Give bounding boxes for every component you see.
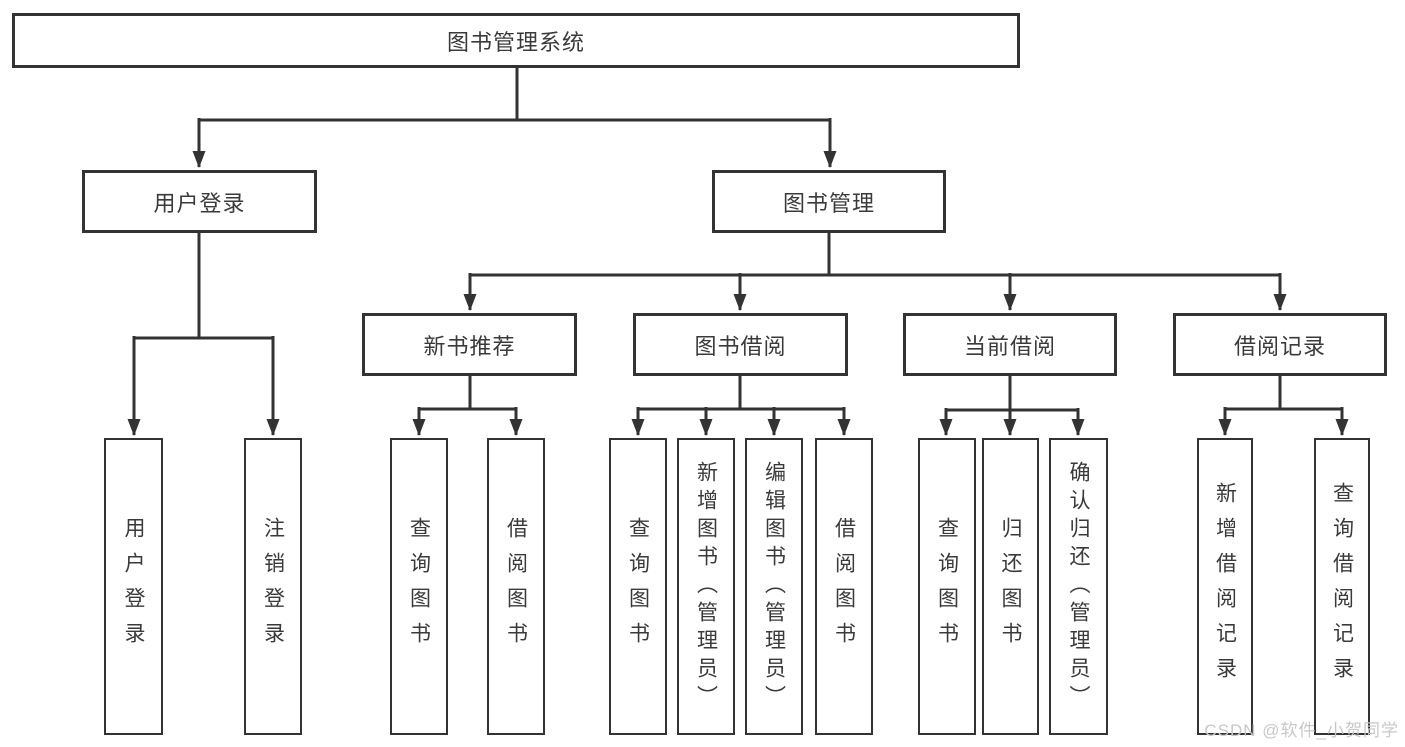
node-label: 查询图书 — [407, 516, 431, 657]
node-label: 查询借阅记录 — [1330, 481, 1354, 692]
node-label: 图书管理 — [782, 190, 875, 216]
leaf-query-books-1: 查询图书 — [390, 438, 448, 735]
node-label: 新书推荐 — [423, 333, 516, 359]
leaf-edit-book-admin: 编辑图书（管理员） — [745, 438, 803, 735]
node-label: 用户登录 — [122, 516, 145, 657]
leaf-add-borrow-record: 新增借阅记录 — [1197, 438, 1253, 735]
leaf-user-login: 用户登录 — [104, 438, 163, 735]
leaf-add-book-admin: 新增图书（管理员） — [677, 438, 735, 735]
leaf-logout: 注销登录 — [244, 438, 302, 735]
connector-group — [127, 66, 1349, 436]
node-current-borrow: 当前借阅 — [903, 313, 1117, 376]
leaf-confirm-return-admin: 确认归还（管理员） — [1049, 438, 1108, 735]
node-label: 新增图书（管理员） — [694, 460, 718, 713]
node-label: 查询图书 — [626, 516, 650, 657]
node-label: 确认归还（管理员） — [1067, 460, 1090, 713]
leaf-query-books-3: 查询图书 — [918, 438, 976, 735]
leaf-return-book: 归还图书 — [982, 438, 1039, 735]
node-label: 图书管理系统 — [446, 29, 585, 55]
node-root: 图书管理系统 — [12, 13, 1020, 68]
node-label: 用户登录 — [153, 190, 246, 216]
node-label: 归还图书 — [999, 516, 1022, 657]
node-label: 当前借阅 — [963, 333, 1056, 359]
node-label: 新增借阅记录 — [1213, 481, 1237, 692]
node-label: 借阅图书 — [832, 516, 856, 657]
leaf-borrow-books-1: 借阅图书 — [487, 438, 545, 735]
csdn-watermark: CSDN @软件_小贺同学 — [1204, 721, 1399, 740]
leaf-query-books-2: 查询图书 — [609, 438, 667, 735]
node-book-borrow: 图书借阅 — [633, 313, 848, 376]
node-label: 编辑图书（管理员） — [762, 460, 786, 713]
node-label: 查询图书 — [935, 516, 959, 657]
leaf-borrow-books-2: 借阅图书 — [815, 438, 873, 735]
node-new-book-recommend: 新书推荐 — [362, 313, 577, 376]
node-label: 借阅图书 — [504, 516, 528, 657]
node-borrow-records: 借阅记录 — [1173, 313, 1387, 376]
leaf-query-borrow-record: 查询借阅记录 — [1314, 438, 1370, 735]
node-label: 注销登录 — [261, 516, 285, 657]
node-user-login: 用户登录 — [82, 170, 317, 233]
node-label: 借阅记录 — [1233, 333, 1326, 359]
node-label: 图书借阅 — [694, 333, 787, 359]
node-book-management: 图书管理 — [712, 170, 946, 233]
